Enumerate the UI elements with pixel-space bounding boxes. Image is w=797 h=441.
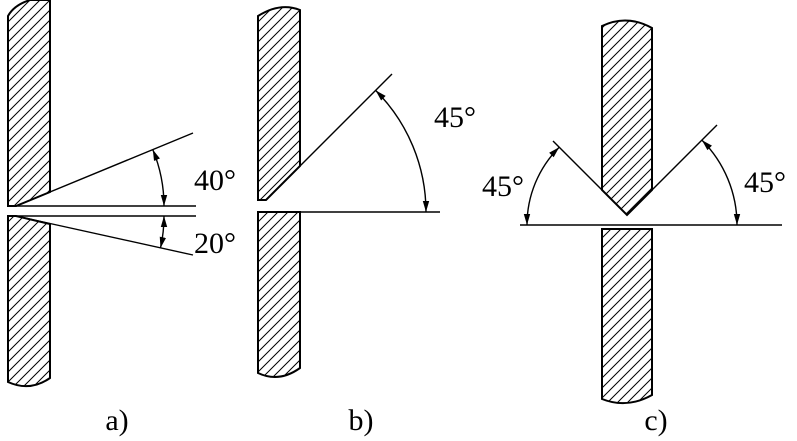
bevel-extension-line-upper bbox=[15, 132, 194, 207]
plate-upper bbox=[257, 6, 301, 201]
panel-a: 40° 20° a) bbox=[7, 0, 236, 437]
angle-arc-20 bbox=[159, 215, 168, 249]
angle-label-20: 20° bbox=[194, 227, 236, 260]
caption-a: a) bbox=[105, 404, 128, 437]
angle-label-45: 45° bbox=[434, 101, 476, 134]
panel-c: 45° 45° c) bbox=[482, 19, 786, 437]
caption-c: c) bbox=[644, 404, 667, 437]
angle-label-45-left: 45° bbox=[482, 170, 524, 203]
angle-arc-45-left bbox=[523, 146, 560, 226]
angle-arc-40 bbox=[152, 149, 168, 207]
bevel-extension-line-lower bbox=[15, 215, 194, 256]
panel-b: 45° b) bbox=[257, 6, 476, 437]
caption-b: b) bbox=[349, 404, 374, 437]
angle-label-40: 40° bbox=[194, 164, 236, 197]
bevel-extension-line-right bbox=[651, 124, 718, 191]
bevel-extension-line bbox=[265, 73, 393, 201]
plate-upper bbox=[7, 0, 51, 207]
angle-label-45-right: 45° bbox=[744, 166, 786, 199]
plate-lower bbox=[7, 215, 51, 388]
angle-arc-45-right bbox=[701, 139, 741, 226]
plate-upper bbox=[601, 19, 653, 217]
plate-lower bbox=[257, 211, 301, 378]
bevel-extension-line-left bbox=[552, 140, 603, 191]
angle-arc-45 bbox=[375, 89, 430, 213]
plate-lower bbox=[601, 228, 653, 405]
